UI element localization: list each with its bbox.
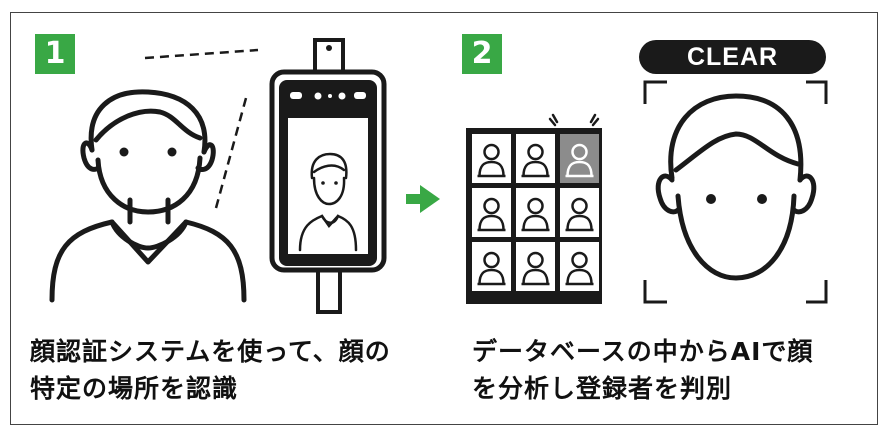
step-1-caption-line2: 特定の場所を認識	[30, 374, 239, 403]
step-1-badge: 1	[35, 34, 75, 74]
face-database-grid-icon	[466, 113, 602, 304]
large-face-eyes-icon	[706, 194, 767, 204]
face-cell	[516, 134, 555, 183]
face-cell	[472, 188, 511, 237]
large-face-icon	[655, 93, 817, 281]
scan-dashed-lines	[144, 48, 259, 209]
face-cell	[516, 188, 555, 237]
clear-result-label: CLEAR	[639, 40, 826, 74]
step-2-caption-line2: を分析し登録者を判別	[472, 374, 733, 403]
diagram-frame	[10, 12, 878, 425]
highlighted-face-cell	[560, 134, 599, 183]
arrow-right-icon	[406, 185, 440, 213]
face-cell	[560, 242, 599, 291]
face-scanner-device-icon	[269, 38, 387, 314]
step-1-caption: 顔認証システムを使って、顔の 特定の場所を認識	[30, 333, 391, 407]
person-eyes-icon	[119, 147, 177, 157]
alert-marks	[548, 113, 600, 127]
face-cell	[516, 242, 555, 291]
face-cell	[472, 242, 511, 291]
person-icon	[49, 89, 247, 303]
step-1-caption-line1: 顔認証システムを使って、顔の	[30, 337, 391, 366]
face-cell	[560, 188, 599, 237]
step-2-caption: データベースの中からAIで顔 を分析し登録者を判別	[472, 333, 813, 407]
face-cell	[472, 134, 511, 183]
step-2-caption-line1: データベースの中からAIで顔	[472, 337, 814, 366]
face-frame-icon	[643, 80, 828, 304]
step-2-badge: 2	[462, 34, 502, 74]
